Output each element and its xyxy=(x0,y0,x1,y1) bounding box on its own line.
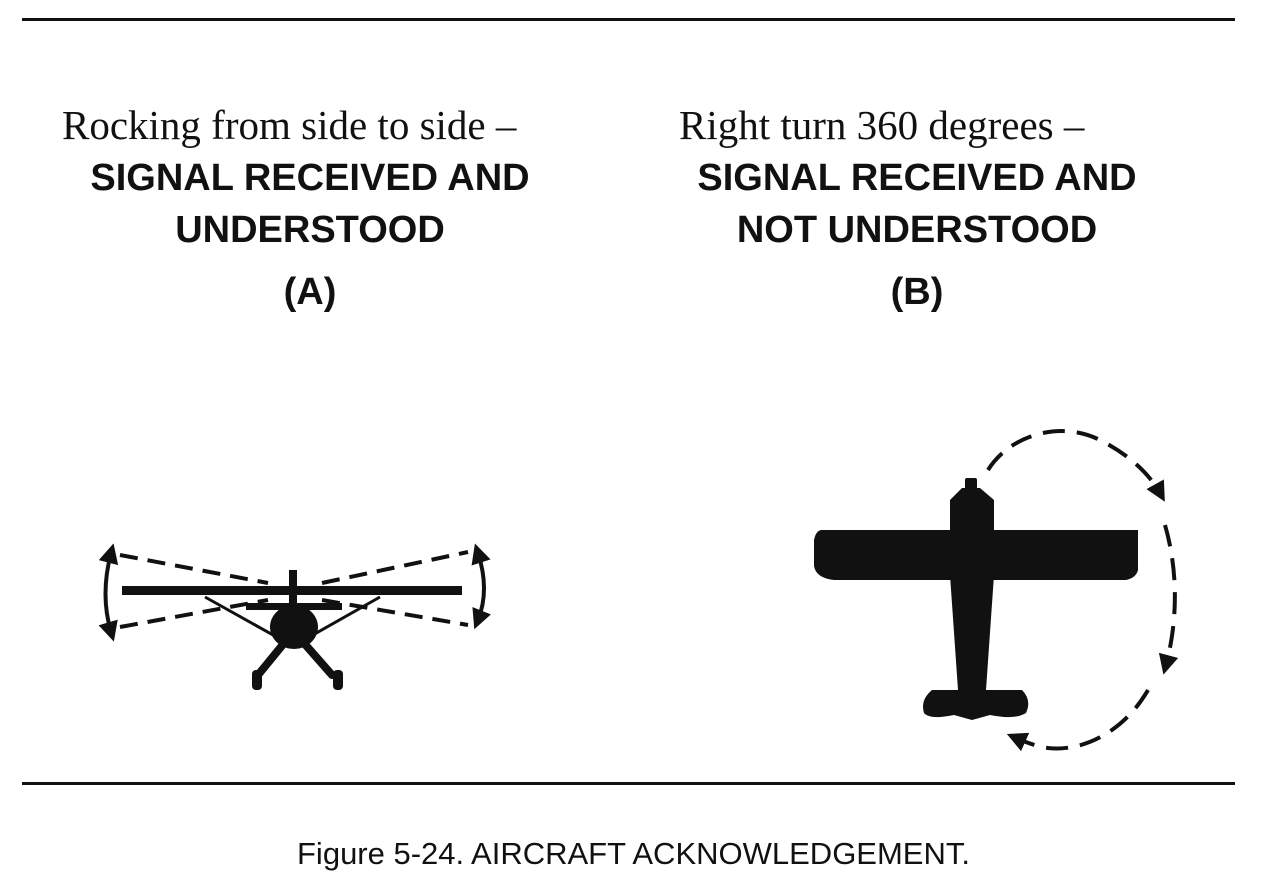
panel-b-signal-line1: SIGNAL RECEIVED AND xyxy=(697,157,1137,199)
panel-a-signal-line2: UNDERSTOOD xyxy=(175,209,445,251)
fuselage-front xyxy=(270,605,318,649)
turn-arrow-segment-1 xyxy=(986,429,1165,502)
rocking-airplane-icon xyxy=(98,543,491,690)
rock-arrow-left xyxy=(98,543,119,642)
turning-airplane-icon xyxy=(814,429,1179,752)
panel-b-label: (B) xyxy=(890,271,944,313)
tilted-wing-right-down-dashed xyxy=(321,598,469,627)
figure-caption: Figure 5-24. AIRCRAFT ACKNOWLEDGEMENT. xyxy=(297,836,970,871)
wing-strut-left xyxy=(204,595,283,642)
panel-a-text: Rocking from side to side – SIGNAL RECEI… xyxy=(10,98,610,318)
top-view-tail xyxy=(923,690,1029,720)
panel-b-text: Right turn 360 degrees – SIGNAL RECEIVED… xyxy=(617,98,1217,318)
gear-leg-left xyxy=(254,638,289,679)
bottom-rule xyxy=(22,782,1235,785)
gear-leg-right xyxy=(299,638,336,679)
panel-b-description: Right turn 360 degrees – xyxy=(679,102,1085,148)
top-view-nose xyxy=(965,478,977,492)
wheel-left xyxy=(252,670,262,690)
top-view-fuselage xyxy=(950,488,994,690)
tilted-wing-left-down-dashed xyxy=(119,598,269,629)
panel-a-description: Rocking from side to side – xyxy=(62,102,517,148)
panel-b-signal-line2: NOT UNDERSTOOD xyxy=(736,209,1098,251)
tilted-wing-right-up-dashed xyxy=(321,550,469,585)
turn-arrow-segment-2 xyxy=(1158,524,1179,675)
wheel-right xyxy=(333,670,343,690)
tilted-wing-left-up-dashed xyxy=(119,553,269,585)
panel-a-signal-line1: SIGNAL RECEIVED AND xyxy=(90,157,530,199)
panel-a-label: (A) xyxy=(283,271,337,313)
rock-arrow-right xyxy=(471,543,491,630)
top-rule xyxy=(22,18,1235,21)
turn-arrow-segment-3 xyxy=(1006,689,1150,752)
vertical-fin xyxy=(289,570,297,608)
